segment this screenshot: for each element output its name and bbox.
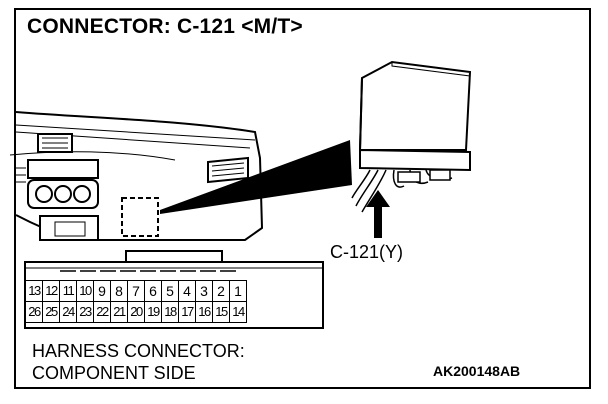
pin-cell: 18	[161, 301, 179, 323]
pin-cell: 20	[127, 301, 145, 323]
pin-cell: 3	[195, 280, 213, 302]
pin-cell: 7	[127, 280, 145, 302]
pin-cell: 16	[195, 301, 213, 323]
pin-cell: 19	[144, 301, 162, 323]
pin-cell: 8	[110, 280, 128, 302]
pin-cell: 9	[93, 280, 111, 302]
pin-cell: 26	[25, 301, 43, 323]
caption-line: COMPONENT SIDE	[32, 363, 196, 383]
pin-cell: 1	[229, 280, 247, 302]
pin-cell: 12	[42, 280, 60, 302]
dashboard-drawing	[9, 111, 264, 241]
arrow-up-icon	[366, 190, 390, 238]
pin-cell: 10	[76, 280, 94, 302]
pin-row-1: 13 12 11 10 9 8 7 6 5 4 3 2 1	[25, 280, 247, 302]
connector-label: C-121(Y)	[330, 242, 404, 262]
pin-cell: 15	[212, 301, 230, 323]
caption: HARNESS CONNECTOR: COMPONENT SIDE	[32, 340, 245, 384]
pin-cell: 24	[59, 301, 77, 323]
pin-cell: 11	[59, 280, 77, 302]
pin-grid: 13 12 11 10 9 8 7 6 5 4 3 2 1 26 25 24 2…	[25, 280, 247, 323]
unit-location-marker	[121, 197, 159, 237]
pin-cell: 13	[25, 280, 43, 302]
figure-code: AK200148AB	[433, 363, 521, 379]
pin-cell: 14	[229, 301, 247, 323]
caption-line: HARNESS CONNECTOR:	[32, 341, 245, 361]
page-title: CONNECTOR: C-121 <M/T>	[27, 15, 303, 38]
pin-cell: 4	[178, 280, 196, 302]
harness-wires	[351, 169, 453, 213]
pin-cell: 6	[144, 280, 162, 302]
pin-cell: 22	[93, 301, 111, 323]
pin-cell: 2	[212, 280, 230, 302]
pin-cell: 21	[110, 301, 128, 323]
pin-cell: 25	[42, 301, 60, 323]
pin-cell: 23	[76, 301, 94, 323]
pin-cell: 5	[161, 280, 179, 302]
callout-wedge	[160, 140, 352, 214]
control-unit	[358, 60, 472, 172]
diagram-frame	[14, 8, 591, 389]
pin-cell: 17	[178, 301, 196, 323]
pin-row-2: 26 25 24 23 22 21 20 19 18 17 16 15 14	[25, 301, 247, 323]
